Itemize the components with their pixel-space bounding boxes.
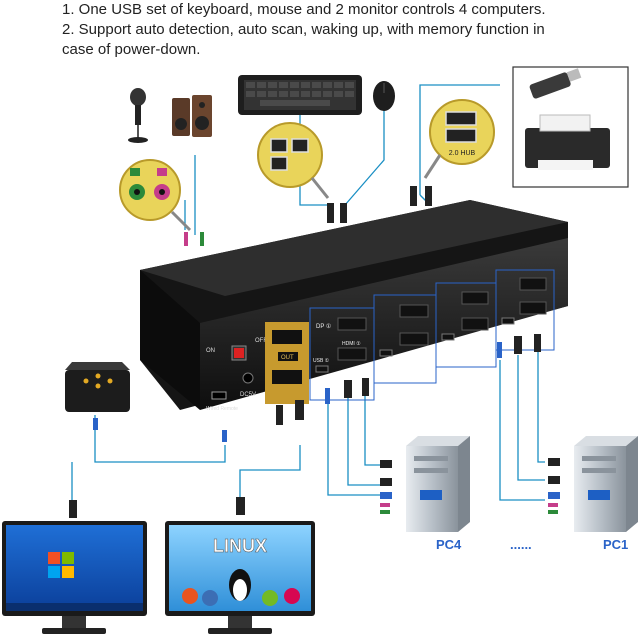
pc4-label: PC4 bbox=[436, 537, 462, 552]
wired-remote bbox=[65, 362, 130, 412]
usb-hub-magnifier: 2.0 HUB bbox=[423, 99, 495, 179]
usb-in-plug-pc4 bbox=[325, 388, 330, 404]
input-port-group bbox=[435, 282, 497, 368]
monitor-windows bbox=[2, 521, 147, 634]
audio-plug-green bbox=[200, 232, 204, 246]
remote-label: Wired Remote bbox=[206, 406, 238, 412]
pc1-tower bbox=[548, 436, 638, 532]
speakers-icon bbox=[172, 95, 212, 137]
usb-in-plug-pc1 bbox=[497, 342, 502, 358]
on-label: ON bbox=[206, 348, 215, 354]
dp-in-plug-pc4 bbox=[362, 378, 369, 396]
hub-label: 2.0 HUB bbox=[449, 150, 476, 157]
cables bbox=[71, 84, 545, 501]
monitor-2-plug bbox=[236, 497, 245, 515]
note-line-1: 1. One USB set of keyboard, mouse and 2 … bbox=[62, 1, 546, 18]
usb-plug-hub-2 bbox=[425, 186, 432, 206]
feature-notes: 1. One USB set of keyboard, mouse and 2 … bbox=[62, 0, 632, 60]
dc-power-port bbox=[242, 372, 254, 384]
dc-label: DC5V bbox=[240, 392, 256, 398]
remote-plug-device bbox=[222, 430, 227, 442]
usb-plug-keyboard bbox=[327, 203, 334, 223]
off-label: OFF bbox=[255, 338, 267, 344]
input-port-group bbox=[373, 294, 437, 384]
hdmi-label: HDMI ① bbox=[342, 341, 361, 347]
usb-peripherals-box bbox=[512, 66, 629, 188]
linux-logo-text: LINUX bbox=[213, 536, 267, 556]
pc-ellipsis: ...... bbox=[510, 537, 532, 552]
audio-plug-pink bbox=[184, 232, 188, 246]
audio-port-magnifier bbox=[119, 159, 192, 232]
usb-port-magnifier bbox=[257, 122, 330, 199]
note-line-3: case of power-down. bbox=[62, 41, 201, 58]
dp-label: DP ① bbox=[316, 323, 331, 330]
hdmi-in-plug-pc1 bbox=[514, 336, 522, 354]
input-port-group bbox=[495, 269, 555, 351]
usb-plug-hub-1 bbox=[410, 186, 417, 206]
monitor-1-plug bbox=[69, 500, 77, 518]
usb-plug-mouse bbox=[340, 203, 347, 223]
microphone-icon bbox=[128, 88, 148, 143]
pc1-label: PC1 bbox=[603, 537, 628, 552]
hdmi-out-plug bbox=[295, 400, 304, 420]
usb-label: USB ① bbox=[313, 358, 330, 364]
dp-in-plug-pc1 bbox=[534, 334, 541, 352]
note-line-2: 2. Support auto detection, auto scan, wa… bbox=[62, 21, 545, 38]
mouse-icon bbox=[373, 81, 395, 111]
remote-port bbox=[211, 391, 227, 400]
remote-plug bbox=[93, 418, 98, 430]
input-port-group: DP ① HDMI ① USB ① bbox=[309, 307, 375, 401]
keyboard-icon bbox=[238, 75, 362, 115]
hdmi-in-plug-pc4 bbox=[344, 380, 352, 398]
out-label: OUT bbox=[281, 355, 294, 361]
monitor-linux: LINUX bbox=[165, 521, 315, 634]
kvm-switch: ON OFF DC5V Wired Remote OUT DP ① HDMI ①… bbox=[140, 200, 568, 412]
dp-out-plug bbox=[276, 405, 283, 425]
pc4-tower bbox=[380, 436, 470, 532]
